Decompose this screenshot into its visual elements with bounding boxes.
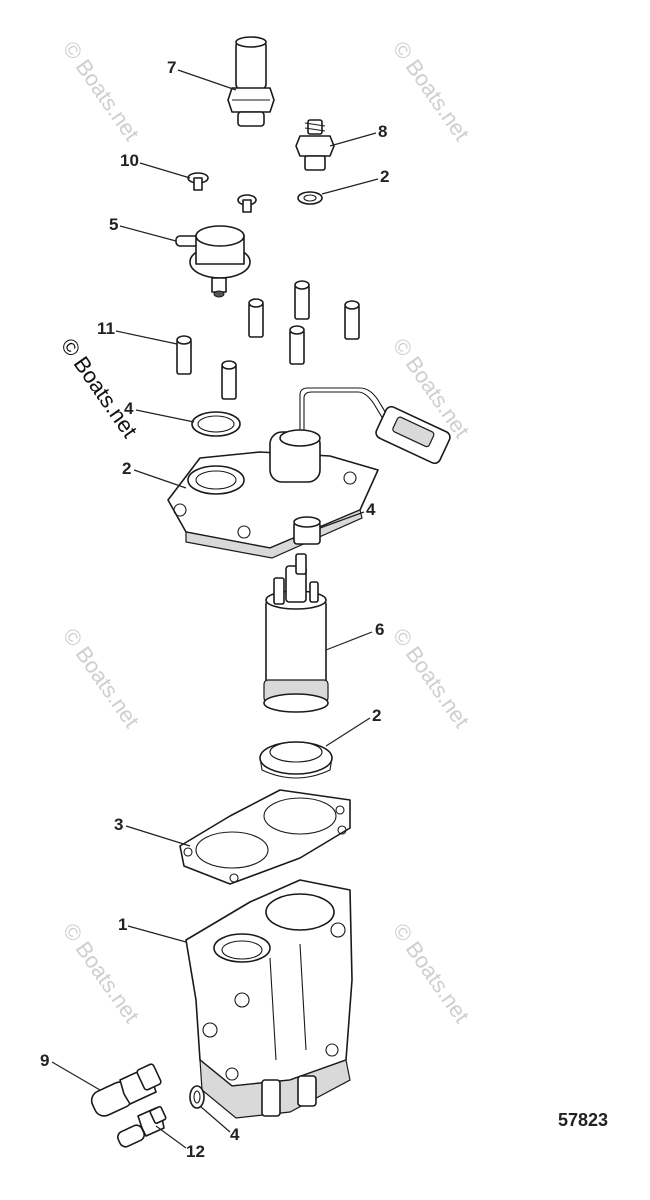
part-1-housing[interactable] [185,879,353,1119]
cap-screws[interactable] [176,280,360,400]
watermark-dark: © Boats.net [56,334,143,443]
callout-10: 10 [120,151,139,170]
cap-screw[interactable] [248,298,264,338]
callout-2-lower: 2 [372,706,381,725]
watermark-bottom-left: © Boats.net [58,919,145,1028]
callout-4-middle: 4 [366,500,376,519]
small-screw-top[interactable] [237,194,257,213]
callout-2-middle: 2 [122,459,131,478]
callout-2-upper: 2 [380,167,389,186]
watermark-top-right: © Boats.net [388,37,475,146]
part-11-cap-screw[interactable] [176,335,192,375]
document-number: 57823 [558,1110,608,1130]
cap-screw[interactable] [344,300,360,340]
leader-lines [51,69,379,1149]
part-3-gasket[interactable] [179,789,351,885]
part-4-o-ring-upper[interactable] [191,411,241,437]
callout-6: 6 [375,620,384,639]
part-9-hose-barb[interactable] [88,1063,162,1119]
cap-screw[interactable] [294,280,310,320]
callout-4-upper: 4 [124,399,134,418]
part-2-washer-upper[interactable] [297,191,323,205]
part-4-spacer[interactable] [293,516,321,545]
part-2-pump-cover[interactable] [167,387,452,559]
watermark-top-left: © Boats.net [58,37,145,146]
callout-12: 12 [186,1142,205,1161]
callout-11: 11 [97,319,115,338]
part-2-cup-seal[interactable] [259,741,333,779]
part-6-fuel-pump[interactable] [263,553,329,713]
watermark-bottom-right: © Boats.net [388,919,475,1028]
callout-1: 1 [118,915,127,934]
callout-3: 3 [114,815,123,834]
callout-5: 5 [109,215,118,234]
part-4-o-ring-lower[interactable] [189,1085,205,1109]
callout-4-lower: 4 [230,1125,240,1144]
callout-9: 9 [40,1051,49,1070]
callout-8: 8 [378,122,387,141]
part-5-pressure-regulator[interactable] [175,225,251,298]
part-12-nipple-fitting[interactable] [116,1105,167,1149]
watermark-right-middle: © Boats.net [388,624,475,733]
part-10-screw[interactable] [187,172,209,191]
part-7-hose-fitting[interactable] [227,36,275,127]
callouts: 7 8 10 2 5 11 4 2 4 6 2 3 1 9 4 12 [40,58,389,1161]
callout-7: 7 [167,58,176,77]
cap-screw[interactable] [289,325,305,365]
watermark-left-middle: © Boats.net [58,624,145,733]
part-8-threaded-fitting[interactable] [295,119,335,171]
cap-screw[interactable] [221,360,237,400]
